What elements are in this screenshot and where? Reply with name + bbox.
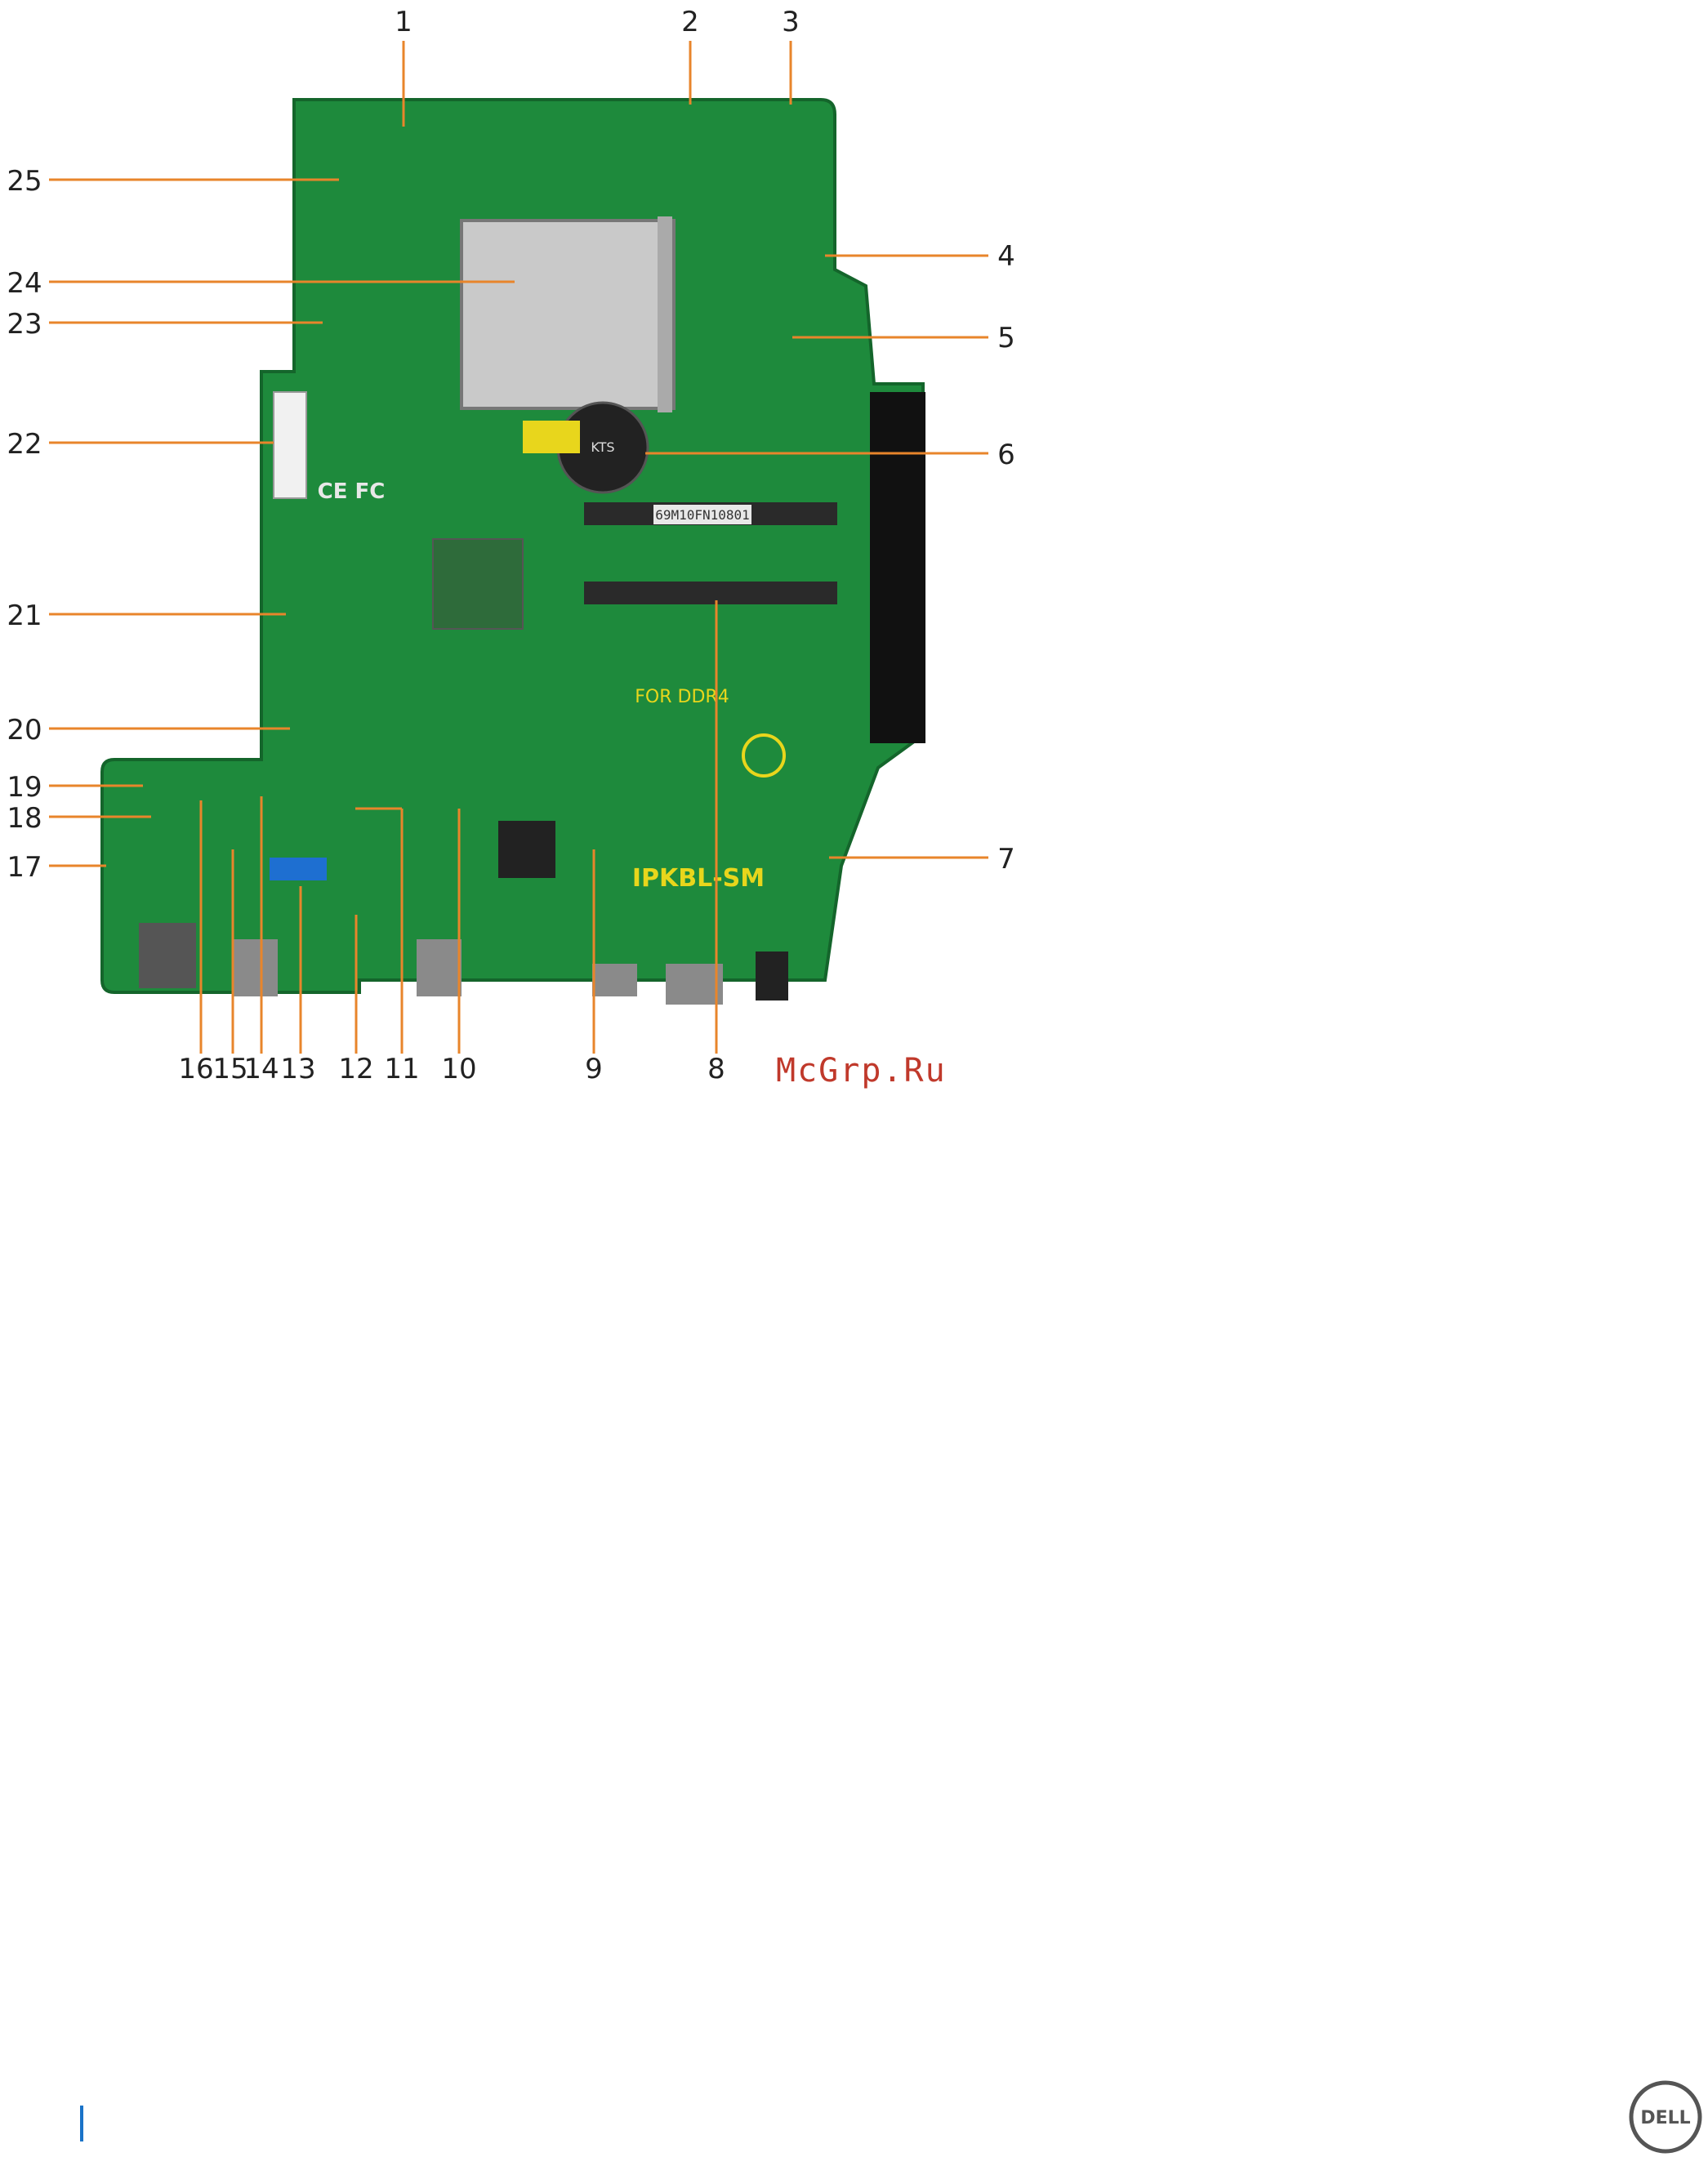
chipset — [433, 539, 523, 629]
board-ddr-text: FOR DDR4 — [635, 687, 729, 707]
callout-17: 17 — [7, 851, 42, 884]
callout-7: 7 — [997, 843, 1015, 876]
battery-text: KTS — [591, 439, 614, 455]
board-model-text: IPKBL-SM — [632, 864, 765, 893]
hdmi-port — [592, 964, 637, 996]
callout-1: 1 — [395, 6, 413, 38]
callout-3: 3 — [782, 6, 800, 38]
callout-8: 8 — [707, 1053, 725, 1085]
usb-port-2 — [417, 939, 462, 996]
motherboard-diagram: 69M10FN10801 KTS FOR DDR4 IPKBL-SM CE FC… — [0, 0, 1708, 1143]
callout-15: 15 — [212, 1053, 248, 1085]
cpu-socket-lever — [658, 216, 672, 412]
callout-23: 23 — [7, 308, 42, 341]
callout-16: 16 — [178, 1053, 213, 1085]
memory-slot-2 — [584, 582, 837, 604]
power-connector — [274, 392, 306, 498]
audio-port — [756, 951, 788, 1001]
dell-logo-icon: DELL — [1628, 2079, 1703, 2155]
callout-12: 12 — [338, 1053, 373, 1085]
yellow-sticker — [523, 421, 580, 453]
callout-4: 4 — [997, 240, 1015, 273]
callout-18: 18 — [7, 802, 42, 835]
usb-port-1 — [233, 939, 278, 996]
board-cert-text: CE FC — [318, 479, 386, 504]
sata-connector — [270, 858, 327, 880]
callout-14: 14 — [243, 1053, 279, 1085]
ethernet-port — [139, 923, 196, 988]
callout-24: 24 — [7, 267, 42, 300]
page-accent-bar — [80, 2106, 83, 2141]
callout-19: 19 — [7, 771, 42, 804]
callout-25: 25 — [7, 165, 42, 198]
dell-logo-text: DELL — [1640, 2108, 1690, 2128]
io-chip — [498, 821, 555, 878]
cpu-socket — [462, 221, 674, 408]
rear-io-shield — [870, 392, 925, 743]
callout-10: 10 — [441, 1053, 476, 1085]
callout-6: 6 — [997, 439, 1015, 471]
watermark: McGrp.Ru — [776, 1052, 947, 1090]
callout-9: 9 — [585, 1053, 603, 1085]
callout-13: 13 — [280, 1053, 315, 1085]
callout-11: 11 — [384, 1053, 419, 1085]
displayport-port — [666, 964, 723, 1005]
callout-20: 20 — [7, 714, 42, 746]
callout-21: 21 — [7, 599, 42, 632]
callout-5: 5 — [997, 322, 1015, 354]
callout-2: 2 — [681, 6, 699, 38]
callout-22: 22 — [7, 428, 42, 461]
memory-label-text: 69M10FN10801 — [655, 507, 750, 523]
